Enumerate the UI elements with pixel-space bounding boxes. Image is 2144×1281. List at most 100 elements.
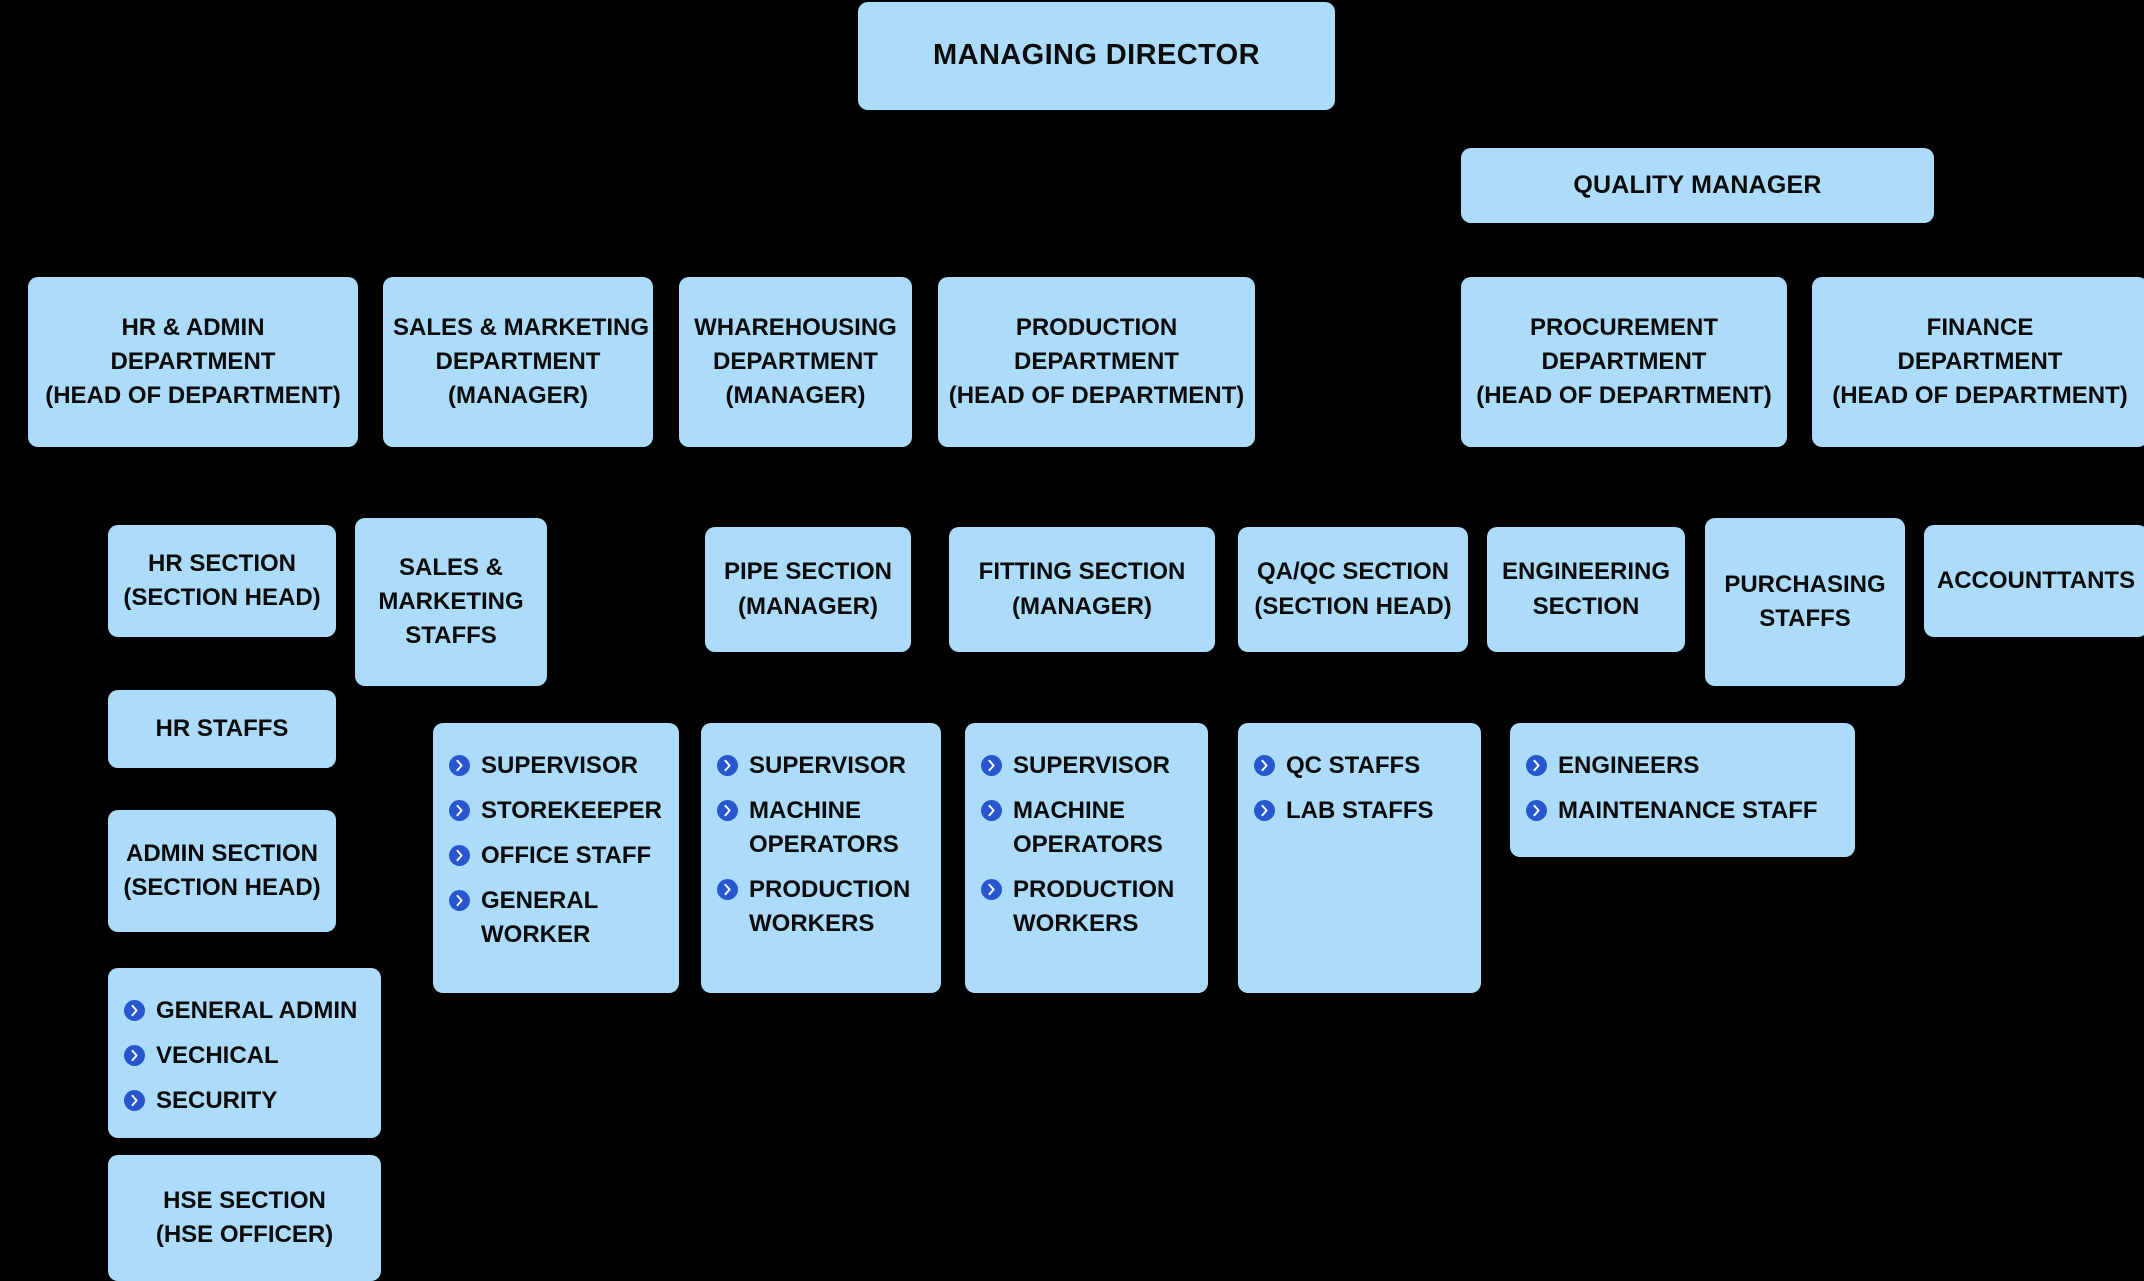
node-label-line2: (SECTION HEAD) xyxy=(123,874,321,901)
node-wharehousing-department[interactable]: WHAREHOUSING DEPARTMENT (MANAGER) xyxy=(679,277,912,447)
bullet-list: SUPERVISOR STOREKEEPER OFFICE STAFF GENERAL… xyxy=(449,749,665,952)
node-sales-marketing-staffs[interactable]: SALES & MARKETING STAFFS xyxy=(355,518,547,686)
node-label-line2: SECTION xyxy=(1532,592,1640,620)
node-warehouse-staff-list[interactable]: SUPERVISOR STOREKEEPER OFFICE STAFF GENERAL… xyxy=(433,723,679,993)
node-fitting-section[interactable]: FITTING SECTION (MANAGER) xyxy=(949,527,1215,652)
list-item: MACHINE OPERATORS xyxy=(717,794,927,862)
chevron-right-circle-icon xyxy=(717,800,738,822)
list-item-label: GENERAL ADMIN xyxy=(156,997,358,1024)
chevron-right-circle-icon xyxy=(981,800,1002,822)
node-engineering-staff-list[interactable]: ENGINEERS MAINTENANCE STAFF xyxy=(1510,723,1855,857)
list-item-label: SUPERVISOR xyxy=(481,752,638,779)
node-pipe-section[interactable]: PIPE SECTION (MANAGER) xyxy=(705,527,911,652)
list-item: PRODUCTION WORKERS xyxy=(981,873,1194,941)
bullet-list: SUPERVISOR MACHINE OPERATORS PRODUCTION WO… xyxy=(981,749,1194,941)
node-label-line1: HR STAFFS xyxy=(155,714,289,742)
node-label-line2: STAFFS xyxy=(1759,605,1851,632)
list-item-label: LAB STAFFS xyxy=(1286,797,1434,825)
bullet-list: QC STAFFS LAB STAFFS xyxy=(1254,749,1467,828)
node-fitting-staff-list[interactable]: SUPERVISOR MACHINE OPERATORS PRODUCTION WO… xyxy=(965,723,1208,993)
node-label-line2: (HSE OFFICER) xyxy=(155,1221,334,1248)
node-production-department[interactable]: PRODUCTION DEPARTMENT (HEAD OF DEPARTMEN… xyxy=(938,277,1255,447)
bullet-list: GENERAL ADMIN VECHICAL SECURITY xyxy=(124,994,367,1118)
list-item: OFFICE STAFF xyxy=(449,839,665,873)
node-managing-director[interactable]: MANAGING DIRECTOR xyxy=(858,2,1335,110)
chevron-right-circle-icon xyxy=(1526,755,1547,776)
node-label-line1: ADMIN SECTION xyxy=(126,839,318,867)
list-item: SUPERVISOR xyxy=(717,749,927,783)
list-item: QC STAFFS xyxy=(1254,749,1467,783)
chevron-right-circle-icon xyxy=(449,845,470,867)
list-item: LAB STAFFS xyxy=(1254,794,1467,828)
list-item: SUPERVISOR xyxy=(981,749,1194,783)
node-hse-section[interactable]: HSE SECTION (HSE OFFICER) xyxy=(108,1155,381,1281)
node-label-line2: DEPARTMENT xyxy=(1541,347,1707,375)
node-label-line2: (MANAGER) xyxy=(1012,592,1152,620)
node-label-line1: ENGINEERING xyxy=(1501,558,1671,586)
list-item-label: MACHINE OPERATORS xyxy=(749,797,899,859)
chevron-right-circle-icon xyxy=(717,755,738,776)
node-label-line3: (HEAD OF DEPARTMENT) xyxy=(948,382,1245,410)
node-label-line3: (MANAGER) xyxy=(725,382,866,410)
node-admin-general-list[interactable]: GENERAL ADMIN VECHICAL SECURITY xyxy=(108,968,381,1138)
chevron-right-circle-icon xyxy=(449,800,470,822)
node-label-line2: DEPARTMENT xyxy=(713,347,878,375)
chevron-right-circle-icon xyxy=(1254,755,1275,776)
list-item-label: SUPERVISOR xyxy=(1013,752,1170,779)
node-label-line1: FITTING SECTION xyxy=(978,558,1186,586)
node-procurement-department[interactable]: PROCUREMENT DEPARTMENT (HEAD OF DEPARTME… xyxy=(1461,277,1787,447)
node-label-line2: (SECTION HEAD) xyxy=(123,584,321,611)
list-item: MACHINE OPERATORS xyxy=(981,794,1194,862)
list-item-label: PRODUCTION WORKERS xyxy=(749,876,911,938)
node-finance-department[interactable]: FINANCE DEPARTMENT (HEAD OF DEPARTMENT) xyxy=(1812,277,2144,447)
list-item: MAINTENANCE STAFF xyxy=(1526,794,1841,828)
list-item: GENERAL WORKER xyxy=(449,884,665,952)
chevron-right-circle-icon xyxy=(1254,800,1275,822)
node-label: MANAGING DIRECTOR xyxy=(933,39,1260,72)
node-label-line3: (HEAD OF DEPARTMENT) xyxy=(45,382,341,410)
node-label-line1: ACCOUNTTANTS xyxy=(1936,566,2136,594)
list-item: GENERAL ADMIN xyxy=(124,994,367,1028)
node-sales-marketing-department[interactable]: SALES & MARKETING DEPARTMENT (MANAGER) xyxy=(383,277,653,447)
node-label-line2: DEPARTMENT xyxy=(1014,347,1179,375)
list-item-label: OFFICE STAFF xyxy=(481,842,652,870)
node-label-line1: PROCUREMENT xyxy=(1529,313,1718,341)
chevron-right-circle-icon xyxy=(717,879,738,901)
node-pipe-staff-list[interactable]: SUPERVISOR MACHINE OPERATORS PRODUCTION WO… xyxy=(701,723,941,993)
list-item-label: QC STAFFS xyxy=(1286,752,1421,779)
node-hr-staffs[interactable]: HR STAFFS xyxy=(108,690,336,768)
node-engineering-section[interactable]: ENGINEERING SECTION xyxy=(1487,527,1685,652)
node-label-line3: STAFFS xyxy=(405,622,497,650)
node-label-line2: DEPARTMENT xyxy=(435,347,601,375)
list-item: VECHICAL xyxy=(124,1039,367,1073)
node-hr-admin-department[interactable]: HR & ADMIN DEPARTMENT (HEAD OF DEPARTMEN… xyxy=(28,277,358,447)
list-item: STOREKEEPER xyxy=(449,794,665,828)
list-item-label: SECURITY xyxy=(156,1087,278,1115)
node-accounttants[interactable]: ACCOUNTTANTS xyxy=(1924,525,2144,637)
list-item-label: MAINTENANCE STAFF xyxy=(1558,797,1818,825)
node-label-line2: MARKETING xyxy=(378,587,524,615)
list-item-label: STOREKEEPER xyxy=(481,797,662,825)
node-admin-section[interactable]: ADMIN SECTION (SECTION HEAD) xyxy=(108,810,336,932)
chevron-right-circle-icon xyxy=(449,755,470,776)
node-purchasing-staffs[interactable]: PURCHASING STAFFS xyxy=(1705,518,1905,686)
node-label-line1: QA/QC SECTION xyxy=(1256,558,1449,586)
bullet-list: SUPERVISOR MACHINE OPERATORS PRODUCTION WO… xyxy=(717,749,927,941)
node-label-line1: PURCHASING xyxy=(1724,570,1886,598)
node-label-line2: (MANAGER) xyxy=(738,592,878,620)
list-item-label: GENERAL WORKER xyxy=(481,887,598,949)
chevron-right-circle-icon xyxy=(1526,800,1547,822)
node-label-line1: FINANCE xyxy=(1926,313,2034,341)
node-label-line1: PRODUCTION xyxy=(1015,313,1178,341)
node-label-line1: HR SECTION xyxy=(147,549,296,577)
node-label-line2: DEPARTMENT xyxy=(1897,347,2063,375)
bullet-list: ENGINEERS MAINTENANCE STAFF xyxy=(1526,749,1841,828)
node-qa-qc-section[interactable]: QA/QC SECTION (SECTION HEAD) xyxy=(1238,527,1468,652)
list-item-label: ENGINEERS xyxy=(1558,752,1700,779)
node-quality-manager[interactable]: QUALITY MANAGER xyxy=(1461,148,1934,223)
chevron-right-circle-icon xyxy=(981,755,1002,776)
node-qa-qc-staff-list[interactable]: QC STAFFS LAB STAFFS xyxy=(1238,723,1481,993)
node-label-line1: HSE SECTION xyxy=(163,1186,326,1214)
node-hr-section[interactable]: HR SECTION (SECTION HEAD) xyxy=(108,525,336,637)
node-label-line1: PIPE SECTION xyxy=(723,558,893,586)
